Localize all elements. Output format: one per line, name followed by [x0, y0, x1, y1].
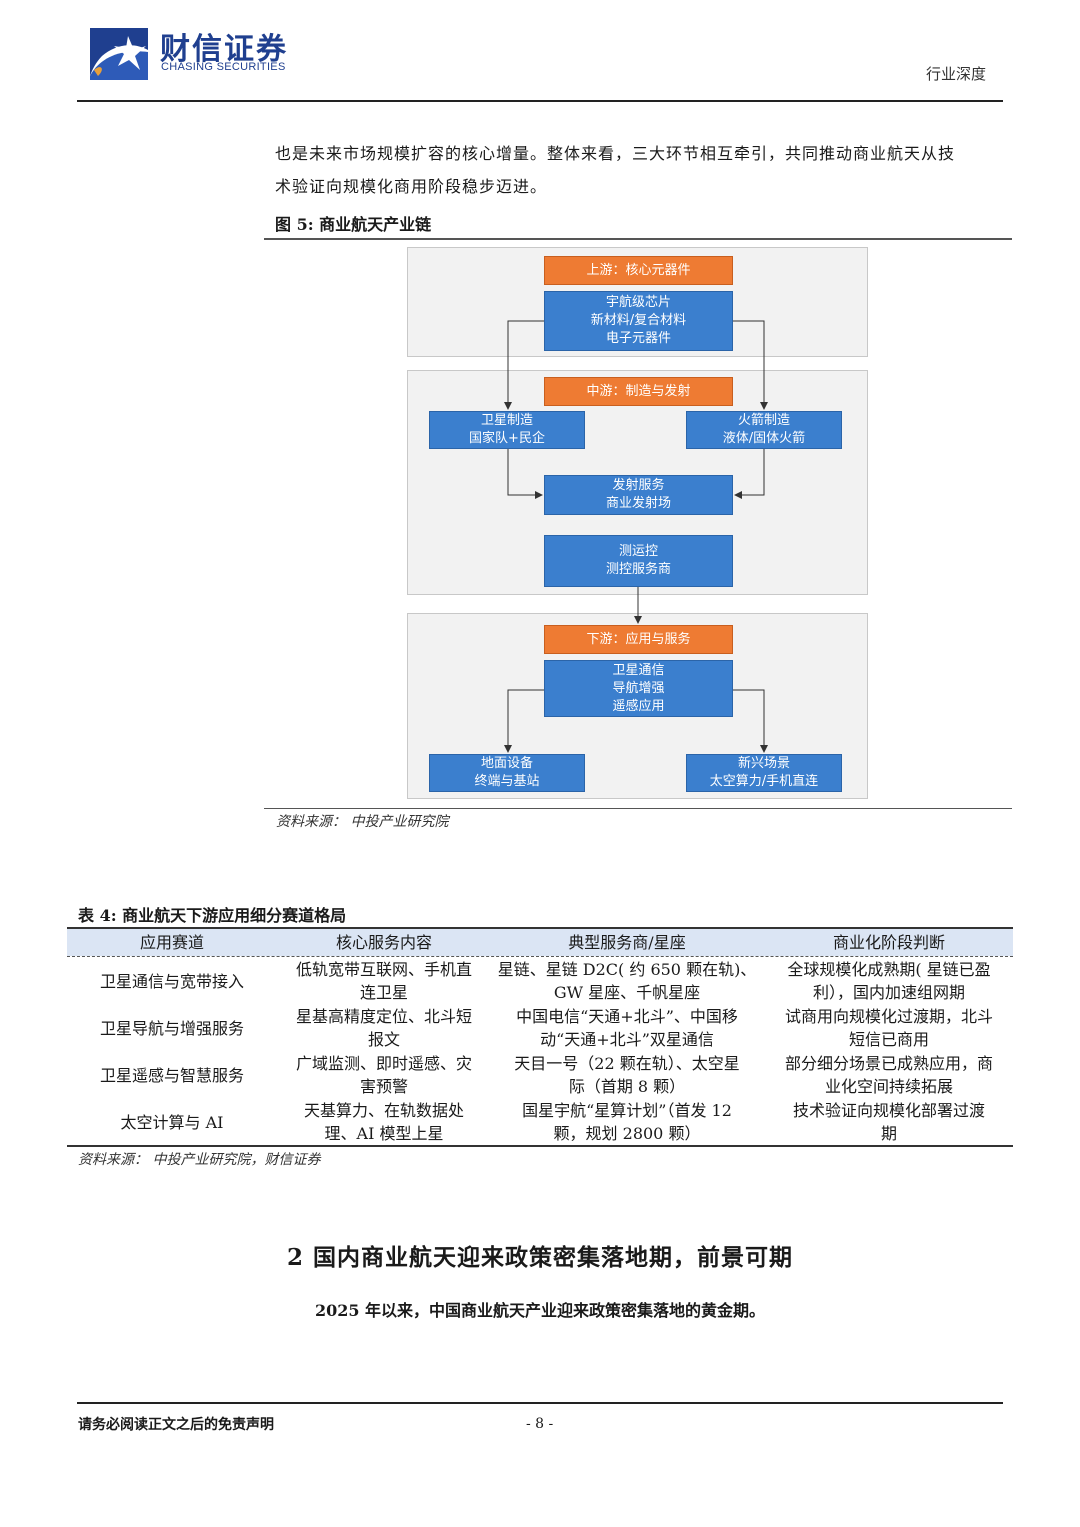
emerging-scenarios-node: 新兴场景 太空算力/手机直连 [686, 754, 842, 792]
ground-equipment-node: 地面设备 终端与基站 [429, 754, 585, 792]
midstream-header: 中游：制造与发射 [544, 377, 733, 406]
table-cell-track: 卫星导航与增强服务 [99, 1018, 244, 1038]
node-text: 导航增强 [612, 680, 665, 696]
table-cell-stage: 部分细分场景已成熟应用，商业化空间持续拓展 [784, 1054, 993, 1096]
node-text: 商业发射场 [605, 496, 671, 511]
figure-bottom-rule [264, 808, 1012, 809]
table-cell-track: 太空计算与 AI [120, 1112, 224, 1132]
figure-source: 资料来源： 中投产业研究院 [276, 814, 449, 830]
upstream-components-node: 宇航级芯片 新材料/复合材料 电子元器件 [544, 291, 733, 351]
downstream-header-label: 下游：应用与服务 [586, 631, 691, 647]
table-cell-content: 低轨宽带互联网、手机直连卫星 [295, 960, 472, 1002]
intro-paragraph: 也是未来市场规模扩容的核心增量。整体来看，三大环节相互牵引，共同推动商业航天从技… [275, 137, 1003, 203]
table-header-cell: 商业化阶段判断 [832, 933, 945, 952]
table-cell-track: 卫星遥感与智慧服务 [99, 1065, 244, 1085]
figure-title: 图 5: 商业航天产业链 [275, 215, 432, 234]
node-text: 新兴场景 [737, 756, 790, 771]
node-text: 电子元器件 [605, 331, 671, 346]
table-header-cell: 核心服务内容 [335, 933, 432, 952]
table-bottom-rule [67, 1145, 1013, 1147]
table-cell-stage: 试商用向规模化过渡期，北斗短信已商用 [784, 1007, 993, 1049]
node-text: 火箭制造 [737, 413, 790, 428]
node-text: 测运控 [618, 544, 658, 559]
page-header: 财信证券 CHASING SECURITIES 行业深度 [0, 0, 1080, 104]
intro-line: 也是未来市场规模扩容的核心增量。整体来看，三大环节相互牵引，共同推动商业航天从技 [275, 144, 956, 163]
launch-service-node: 发射服务 商业发射场 [544, 475, 733, 515]
table-source: 资料来源： 中投产业研究院，财信证券 [78, 1152, 321, 1168]
section-heading: 2 国内商业航天迎来政策密集落地期，前景可期 [286, 1244, 793, 1271]
report-type: 行业深度 [925, 65, 986, 83]
node-text: 国家队+民企 [469, 431, 545, 446]
midstream-header-label: 中游：制造与发射 [586, 383, 691, 399]
downstream-header: 下游：应用与服务 [544, 625, 733, 654]
section-lead-paragraph: 2025 年以来，中国商业航天产业迎来政策密集落地的黄金期。 [314, 1301, 766, 1320]
node-text: 地面设备 [480, 756, 533, 771]
node-text: 宇航级芯片 [605, 295, 671, 310]
rocket-manufacturing-node: 火箭制造 液体/固体火箭 [686, 411, 842, 449]
table-title: 表 4: 商业航天下游应用细分赛道格局 [78, 906, 347, 925]
company-logo-icon [88, 20, 150, 82]
table-header-row [67, 929, 1013, 956]
table-header-cell: 应用赛道 [139, 933, 204, 952]
node-text: 卫星制造 [480, 413, 533, 428]
table-cell-content: 广域监测、即时遥感、灾害预警 [295, 1054, 472, 1096]
company-name-english: CHASING SECURITIES [161, 61, 286, 73]
table-header-divider [67, 956, 1013, 957]
upstream-header: 上游：核心元器件 [544, 256, 733, 285]
applications-node: 卫星通信 导航增强 遥感应用 [544, 660, 733, 717]
footer-divider [77, 1402, 1003, 1404]
upstream-header-label: 上游：核心元器件 [586, 262, 691, 278]
header-divider [77, 100, 1003, 102]
node-text: 卫星通信 [612, 662, 665, 678]
table-cell-track: 卫星通信与宽带接入 [99, 971, 244, 991]
node-text: 发射服务 [612, 478, 665, 493]
node-text: 液体/固体火箭 [722, 431, 806, 446]
node-text: 新材料/复合材料 [590, 313, 687, 328]
intro-line: 术验证向规模化商用阶段稳步迈进。 [275, 177, 548, 196]
table-cell-providers: 中国电信“天通+北斗”、中国移动“天通+北斗”双星通信 [516, 1007, 738, 1049]
figure-top-rule [264, 238, 1012, 240]
table-cell-providers: 星链、星链 D2C( 约 650 颗在轨)、GW 星座、千帆星座 [497, 960, 757, 1002]
table-cell-stage: 全球规模化成熟期( 星链已盈利），国内加速组网期 [787, 960, 991, 1002]
node-text: 测控服务商 [605, 562, 671, 577]
page-number: - 8 - [526, 1416, 554, 1432]
company-name: 财信证券 [160, 32, 288, 67]
ttc-node: 测运控 测控服务商 [544, 535, 733, 587]
table-cell-content: 星基高精度定位、北斗短报文 [295, 1007, 472, 1049]
table-cell-content: 天基算力、在轨数据处理、AI 模型上星 [303, 1101, 464, 1143]
table-cell-stage: 技术验证向规模化部署过渡期 [792, 1101, 985, 1143]
node-text: 太空算力/手机直连 [709, 774, 819, 789]
table-header-cell: 典型服务商/星座 [568, 933, 686, 952]
table-top-rule [67, 927, 1013, 929]
node-text: 终端与基站 [474, 774, 540, 789]
disclaimer-notice: 请务必阅读正文之后的免责声明 [78, 1417, 274, 1433]
node-text: 遥感应用 [612, 698, 665, 714]
satellite-manufacturing-node: 卫星制造 国家队+民企 [429, 411, 585, 449]
table-cell-providers: 天目一号（22 颗在轨）、太空星际（首期 8 颗） [514, 1054, 740, 1096]
